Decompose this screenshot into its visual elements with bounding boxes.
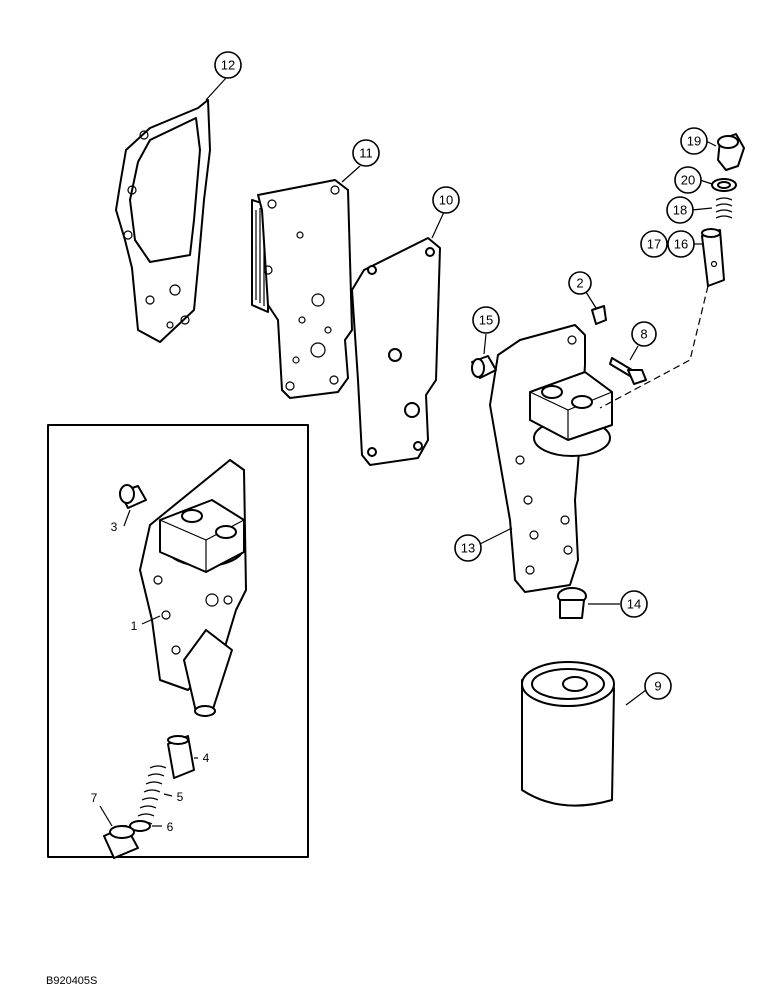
gasket-part-12 [115, 99, 211, 343]
callout-2: 2 [568, 271, 592, 295]
svg-text:15: 15 [479, 313, 493, 328]
svg-text:19: 19 [687, 134, 701, 149]
plug-part-15 [471, 355, 497, 379]
callout-10: 10 [432, 186, 460, 214]
svg-text:9: 9 [654, 679, 661, 694]
label-5: 5 [177, 790, 184, 804]
inset-panel [47, 424, 309, 858]
svg-text:13: 13 [461, 541, 475, 556]
svg-text:17: 17 [647, 237, 661, 252]
label-3: 3 [111, 520, 118, 534]
svg-text:18: 18 [673, 203, 687, 218]
svg-text:12: 12 [221, 58, 235, 73]
callout-8: 8 [631, 321, 657, 347]
label-1: 1 [131, 619, 138, 633]
gasket-part-10 [351, 237, 441, 466]
svg-text:2: 2 [576, 276, 583, 291]
relief-valve-stack [701, 133, 745, 287]
svg-text:10: 10 [439, 193, 453, 208]
svg-text:20: 20 [681, 173, 695, 188]
filter-head-part-13 [489, 324, 613, 593]
callout-20: 20 [674, 166, 702, 194]
svg-text:14: 14 [627, 597, 641, 612]
nipple-part-14 [557, 587, 587, 619]
valve-part-4 [167, 735, 195, 779]
callout-17: 17 [640, 230, 668, 258]
callout-13: 13 [454, 534, 482, 562]
svg-text:16: 16 [674, 237, 688, 252]
label-6: 6 [167, 820, 174, 834]
label-7: 7 [91, 791, 98, 805]
washer-part-6 [129, 820, 151, 832]
callout-19: 19 [680, 127, 708, 155]
label-4: 4 [203, 751, 210, 765]
plug-part-2 [591, 305, 607, 325]
oil-filter-part-9 [521, 661, 647, 807]
callout-16: 16 [667, 230, 695, 258]
svg-text:11: 11 [359, 146, 373, 161]
housing-part-1 [139, 459, 247, 717]
figure-reference: B920405S [46, 975, 97, 987]
callout-15: 15 [472, 306, 500, 334]
callout-18: 18 [666, 196, 694, 224]
callout-12: 12 [214, 51, 242, 79]
spring-part-5 [135, 765, 167, 825]
svg-text:8: 8 [640, 327, 647, 342]
plug-part-3 [119, 484, 147, 509]
callout-11: 11 [352, 139, 380, 167]
oil-cooler-part-11 [251, 179, 353, 399]
callout-14: 14 [620, 590, 648, 618]
plug-part-7 [103, 825, 139, 859]
bolt-part-8 [609, 357, 647, 385]
callout-9: 9 [644, 672, 672, 700]
